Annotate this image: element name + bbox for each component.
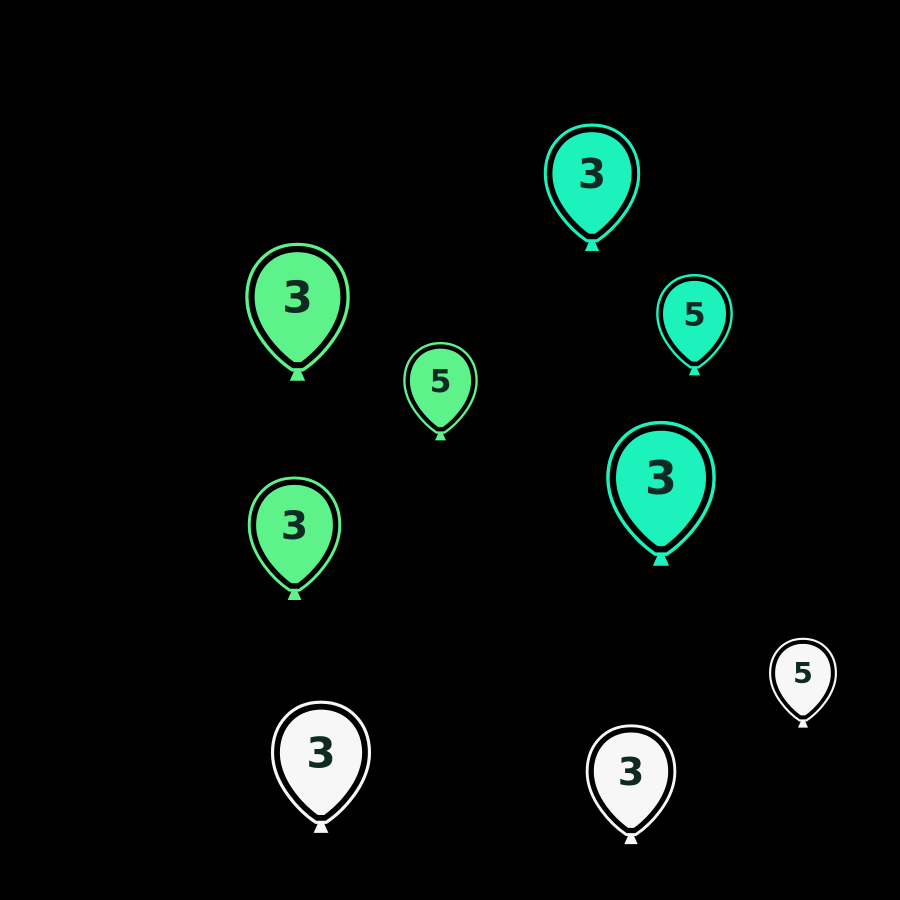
balloon-3[interactable]: 5	[654, 272, 735, 377]
balloon-value: 3	[282, 273, 313, 324]
balloon-value: 3	[578, 150, 606, 198]
balloon-icon: 3	[585, 724, 677, 845]
balloon-icon: 3	[543, 123, 641, 251]
balloon-value: 3	[281, 503, 308, 549]
balloon-icon: 5	[403, 341, 478, 441]
balloon-2[interactable]: 3	[242, 240, 353, 383]
balloon-icon: 3	[606, 420, 716, 566]
balloon-5[interactable]: 3	[603, 418, 719, 568]
balloon-1[interactable]: 3	[541, 121, 643, 253]
balloon-value: 5	[430, 364, 452, 400]
balloon-icon: 5	[769, 637, 837, 728]
balloon-icon: 3	[247, 476, 342, 601]
balloon-icon: 3	[245, 242, 350, 381]
balloon-value: 3	[645, 451, 677, 505]
balloon-icon: 3	[270, 700, 372, 833]
balloon-value: 5	[683, 295, 705, 333]
balloon-8[interactable]: 3	[268, 698, 374, 835]
balloon-6[interactable]: 3	[245, 474, 344, 602]
balloon-9[interactable]: 3	[583, 722, 679, 846]
balloon-value: 5	[793, 656, 813, 690]
balloon-icon: 5	[656, 274, 733, 376]
balloon-7[interactable]: 5	[767, 636, 839, 729]
balloon-value: 3	[306, 729, 335, 778]
balloon-4[interactable]: 5	[401, 340, 480, 442]
balloon-value: 3	[618, 750, 645, 794]
